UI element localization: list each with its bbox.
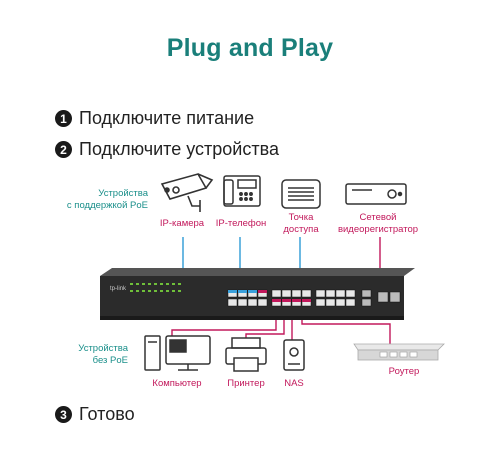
step-number-3: 3 <box>55 406 72 423</box>
step-text-3: Готово <box>79 404 135 424</box>
computer-label: Компьютер <box>152 378 202 389</box>
non-poe-group-label: Устройства без PoE <box>78 343 128 366</box>
router-label: Роутер <box>388 366 420 377</box>
printer-label: Принтер <box>227 378 265 389</box>
step-number-2: 2 <box>55 141 72 158</box>
computer-icon <box>144 335 211 371</box>
nvr-icon <box>345 183 407 205</box>
router-icon <box>353 343 445 361</box>
nvr-label: Сетевой видеорегистратор <box>337 212 419 235</box>
step-number-1: 1 <box>55 110 72 127</box>
brand-logo: tp-link <box>110 286 127 292</box>
access-point-icon <box>281 179 321 209</box>
poe-switch: tp-link <box>100 268 415 320</box>
step-text-1: Подключите питание <box>79 108 255 128</box>
step-connect: 2 Подключите устройства <box>55 139 279 160</box>
printer-icon <box>225 337 267 372</box>
access-point-label: Точка доступа <box>283 212 319 235</box>
nas-icon <box>283 339 305 371</box>
step-text-2: Подключите устройства <box>79 139 279 159</box>
ip-camera-icon <box>160 173 214 212</box>
page-title: Plug and Play <box>166 34 334 62</box>
step-power: 1 Подключите питание <box>55 108 254 129</box>
step-done: 3 Готово <box>55 404 135 425</box>
nas-label: NAS <box>284 378 304 389</box>
ip-phone-label: IP-телефон <box>215 218 267 229</box>
poe-group-label: Устройства с поддержкой PoE <box>66 188 148 211</box>
ip-phone-icon <box>223 175 261 207</box>
ip-camera-label: IP-камера <box>159 218 205 229</box>
